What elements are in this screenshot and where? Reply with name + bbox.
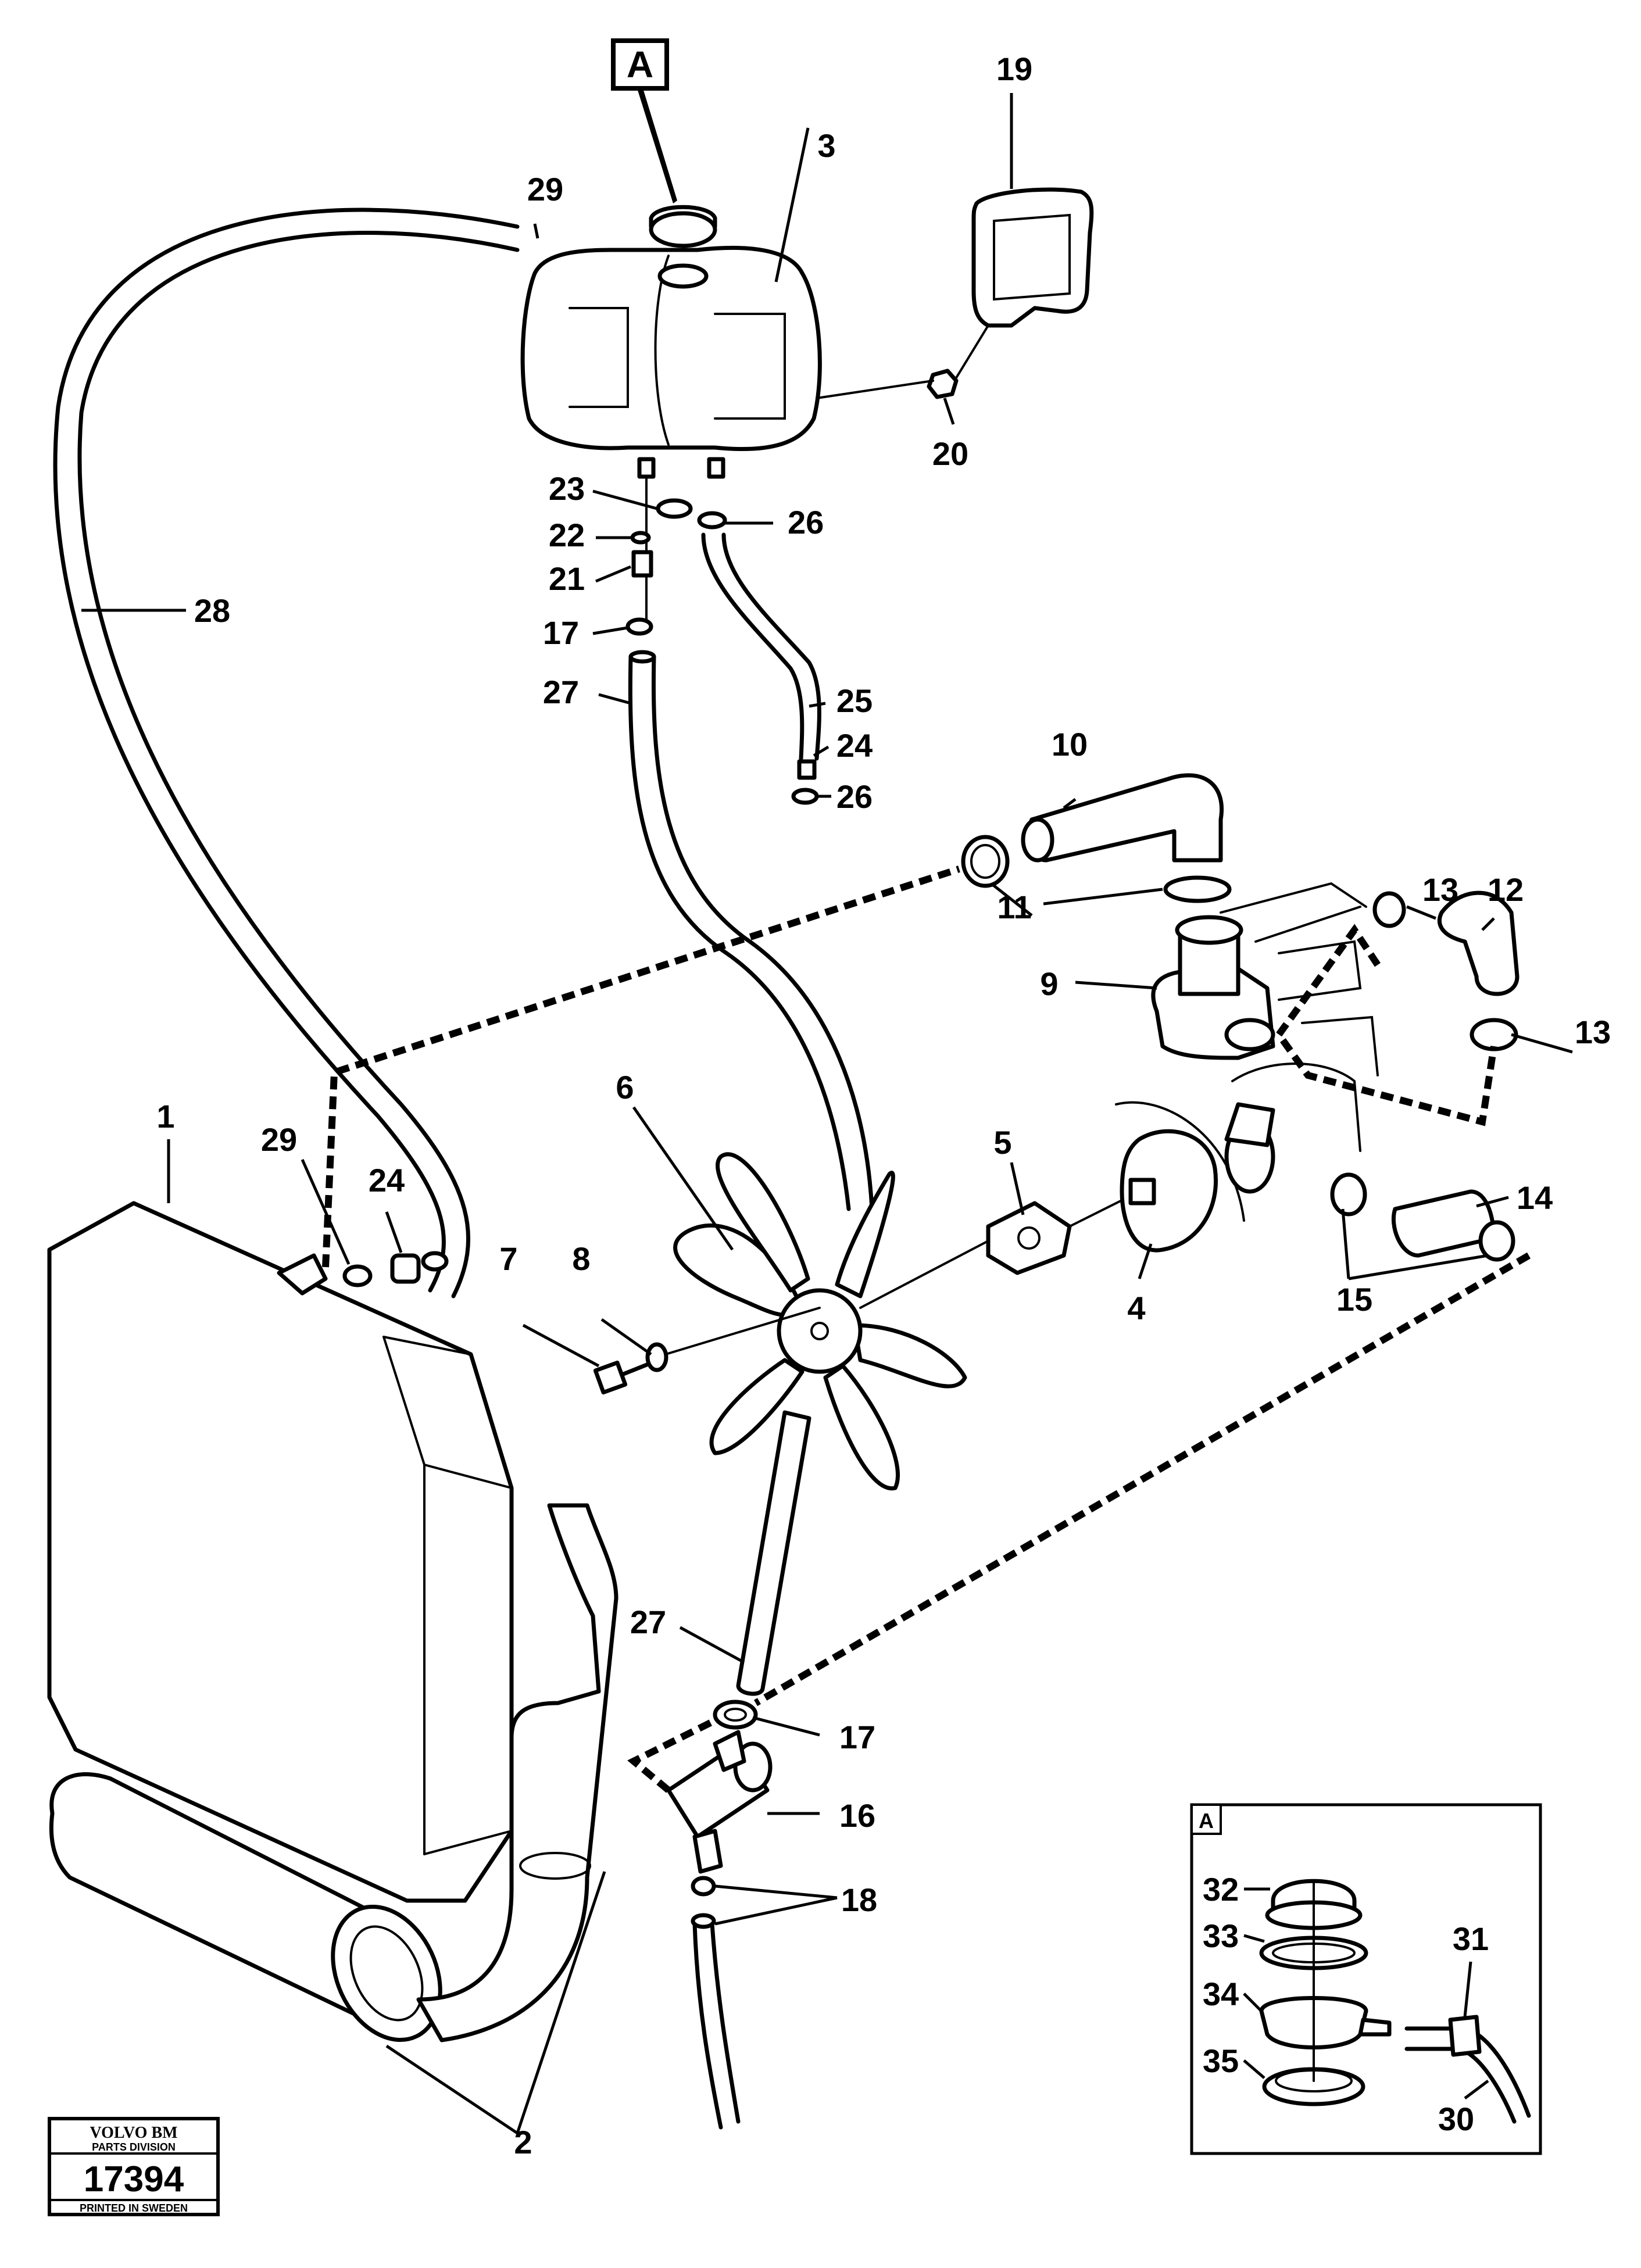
tank-bracket-19 bbox=[971, 187, 1094, 328]
callout-21: 21 bbox=[549, 560, 585, 597]
view-marker-a: A bbox=[611, 38, 677, 203]
inset-a: A bbox=[1190, 1803, 1542, 2155]
callout-labels: 3 19 20 29 23 22 21 17 27 26 25 24 26 28… bbox=[156, 51, 1611, 2160]
stamp-brand: VOLVO BM bbox=[90, 2124, 177, 2142]
overflow-hose-28 bbox=[53, 208, 520, 1298]
callout-17-top: 17 bbox=[543, 614, 579, 651]
callout-20: 20 bbox=[932, 435, 968, 472]
expansion-tank-3 bbox=[520, 245, 822, 479]
callout-11: 11 bbox=[997, 889, 1031, 925]
clamps-11 bbox=[961, 835, 1232, 903]
hose-27-lower bbox=[736, 1410, 811, 1696]
bolt-7 bbox=[593, 1360, 653, 1395]
callout-25: 25 bbox=[836, 682, 873, 719]
leader-lines bbox=[81, 93, 1573, 2135]
callout-15: 15 bbox=[1336, 1281, 1372, 1318]
hose-27 bbox=[628, 650, 874, 1211]
view-marker-a-label: A bbox=[627, 44, 653, 85]
clamps-18 bbox=[691, 1876, 741, 2130]
inset-hose-30-clip-31 bbox=[1404, 2015, 1531, 2124]
fan-6 bbox=[673, 1152, 967, 1491]
engine-block bbox=[1224, 940, 1379, 1194]
callout-30: 30 bbox=[1438, 2101, 1474, 2137]
tee-pipe-16 bbox=[666, 1730, 773, 1874]
callout-27-lower: 27 bbox=[630, 1604, 666, 1640]
callout-34: 34 bbox=[1203, 1976, 1239, 2012]
callout-4: 4 bbox=[1127, 1290, 1145, 1326]
washer-8 bbox=[645, 1342, 668, 1372]
callout-13-lower: 13 bbox=[1575, 1014, 1611, 1050]
callout-18: 18 bbox=[841, 1881, 877, 1918]
callout-26-mid: 26 bbox=[836, 778, 873, 815]
bleed-hose-25 bbox=[701, 532, 821, 761]
stamp-division: PARTS DIVISION bbox=[92, 2141, 176, 2153]
callout-8: 8 bbox=[572, 1240, 590, 1277]
thermostat-housing-9 bbox=[1151, 882, 1367, 1060]
callout-6: 6 bbox=[616, 1069, 634, 1106]
stamp-printed: PRINTED IN SWEDEN bbox=[80, 2202, 188, 2214]
callout-3: 3 bbox=[817, 127, 835, 164]
callout-14: 14 bbox=[1517, 1179, 1553, 1216]
callout-28: 28 bbox=[194, 592, 230, 629]
hose-route-dashed bbox=[322, 865, 1531, 1793]
inset-a-label: A bbox=[1199, 1809, 1214, 1833]
callout-29-mid: 29 bbox=[261, 1121, 297, 1158]
charge-air-pipe-2 bbox=[49, 1503, 618, 2042]
callout-29-top: 29 bbox=[527, 171, 563, 208]
callout-24-mid: 24 bbox=[369, 1162, 405, 1199]
callout-19: 19 bbox=[996, 51, 1032, 87]
tank-fittings bbox=[625, 475, 819, 805]
callout-13-upper: 13 bbox=[1422, 871, 1458, 908]
callout-22: 22 bbox=[549, 517, 585, 553]
fan-hub-5 bbox=[986, 1201, 1072, 1275]
stamp-number: 17394 bbox=[84, 2159, 184, 2199]
filler-cap bbox=[649, 205, 717, 248]
callout-32: 32 bbox=[1203, 1871, 1239, 1908]
callout-31: 31 bbox=[1453, 1920, 1489, 1957]
upper-hose-10 bbox=[1021, 773, 1224, 863]
callout-7: 7 bbox=[499, 1240, 517, 1277]
clamp-17-lower bbox=[713, 1700, 758, 1730]
callout-12: 12 bbox=[1488, 871, 1524, 908]
callout-35: 35 bbox=[1203, 2042, 1239, 2079]
bypass-hose-12 bbox=[1372, 890, 1520, 1051]
nut-20 bbox=[927, 369, 959, 399]
callout-17-lower: 17 bbox=[839, 1719, 875, 1755]
callout-5: 5 bbox=[993, 1124, 1011, 1161]
volvo-bm-stamp: VOLVO BM PARTS DIVISION 17394 PRINTED IN… bbox=[48, 2117, 220, 2216]
callout-33: 33 bbox=[1203, 1918, 1239, 1954]
callout-24-top: 24 bbox=[836, 727, 873, 764]
callout-1: 1 bbox=[156, 1098, 174, 1135]
callout-27-top: 27 bbox=[543, 674, 579, 710]
callout-9: 9 bbox=[1040, 965, 1058, 1002]
hose-14 bbox=[1330, 1172, 1515, 1262]
water-pump-4 bbox=[1115, 1101, 1245, 1253]
callout-2: 2 bbox=[514, 2124, 532, 2160]
radiator-neck bbox=[277, 1251, 449, 1296]
callout-10: 10 bbox=[1052, 726, 1088, 763]
callout-23: 23 bbox=[549, 470, 585, 507]
callout-26-top: 26 bbox=[788, 504, 824, 541]
callout-16: 16 bbox=[839, 1797, 875, 1834]
